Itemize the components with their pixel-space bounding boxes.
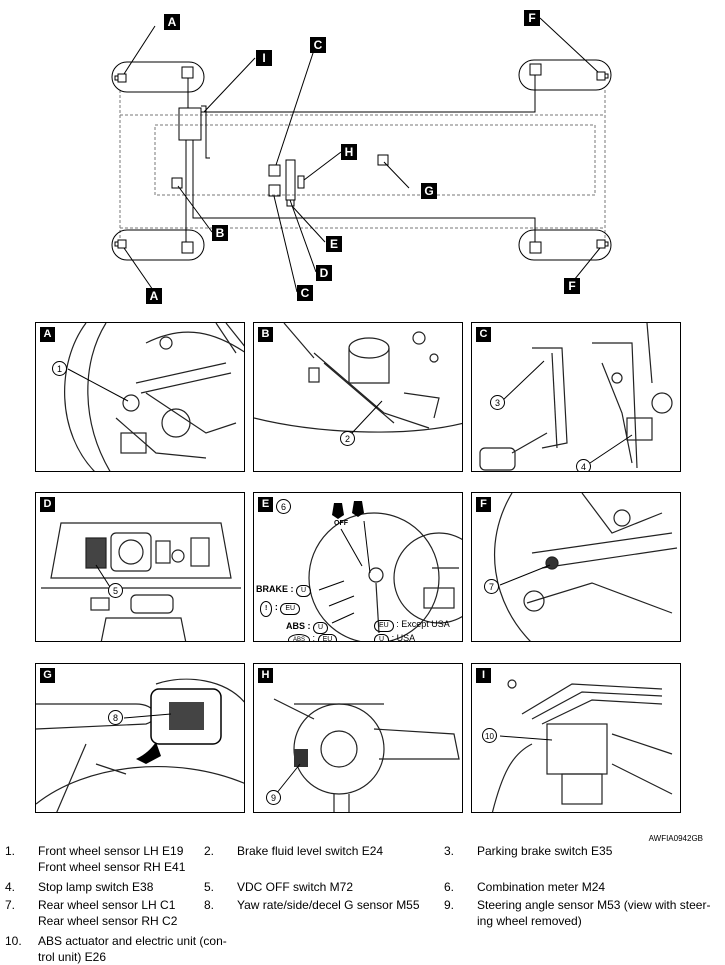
overview-callout-e: E (330, 237, 338, 251)
usa-badge: U (313, 622, 329, 634)
front-wheel-sensor-illustration (64, 323, 244, 471)
panel-label: F (476, 497, 491, 512)
wheel-front-left (111, 61, 205, 93)
usa-badge: U (374, 634, 390, 641)
steering-angle-sensor-illustration (273, 698, 460, 812)
overview-callout-g: G (424, 184, 433, 198)
overview-callout-i: I (262, 51, 265, 65)
callout-6: 6 (276, 499, 291, 514)
legend-text: Yaw rate/side/decel G sensor M55 (237, 898, 420, 912)
panel-i: I 10 (471, 663, 681, 813)
legend-text: Brake fluid level switch E24 (237, 844, 384, 858)
wheel-rear-right (518, 229, 612, 261)
legend-num: 10. (5, 934, 22, 948)
meter-abs-label: ABS : U (286, 621, 329, 634)
legend-text: Rear wheel sensor LH C1 Rear wheel senso… (38, 898, 178, 928)
overview-callout-a-bottom: A (150, 289, 159, 303)
legend-except-usa: EU : Except USA (374, 619, 450, 632)
legend-num: 9. (444, 898, 455, 912)
eu-badge: EU (374, 620, 394, 632)
panel-g: G 8 (35, 663, 245, 813)
panel-label: C (476, 327, 491, 342)
legend-text: ABS actuator and electric unit (con- tro… (38, 934, 227, 964)
abs-actuator-illustration (491, 679, 673, 812)
overview-callout-f-top: F (528, 11, 535, 25)
overview-callout-a-top: A (168, 15, 177, 29)
legend-num: 6. (444, 880, 455, 894)
legend-usa: U : USA (374, 633, 416, 642)
abs-warning-icon: ABS (288, 634, 311, 641)
overview-callout-c-top: C (314, 38, 323, 52)
panel-b: B 2 (253, 322, 463, 472)
legend-num: 1. (5, 844, 16, 858)
eu-badge: EU (280, 603, 301, 615)
eu-badge: EU (317, 634, 338, 641)
callout-3: 3 (490, 395, 505, 410)
panel-label: G (40, 668, 55, 683)
parking-brake-stop-lamp-illustration (479, 323, 673, 471)
except-usa-text: : Except USA (396, 619, 450, 629)
meter-warning-row: ! : EU (260, 601, 301, 617)
usa-badge: U (296, 585, 312, 597)
legend-item-1: 1. Front wheel sensor LH E19 Front wheel… (5, 843, 205, 875)
legend-text: Parking brake switch E35 (477, 844, 613, 858)
panel-label: H (258, 668, 273, 683)
vdc-off-switch-illustration (41, 522, 241, 641)
panel-d: D 5 (35, 492, 245, 642)
brake-text: BRAKE : (256, 584, 294, 594)
rear-wheel-sensor-illustration (494, 493, 678, 641)
overview-callout-b: B (216, 226, 225, 240)
figure-code: AWFIA0942GB (648, 834, 703, 843)
callout-9: 9 (266, 790, 281, 805)
overview-callout-h: H (345, 145, 354, 159)
panel-e: E 6 OFF BRAKE : U ! : EU ABS : (253, 492, 463, 642)
meter-brake-label: BRAKE : U (256, 584, 312, 597)
wheel-rear-left (111, 229, 205, 261)
callout-2: 2 (340, 431, 355, 446)
legend-num: 2. (204, 844, 215, 858)
panel-label: A (40, 327, 55, 342)
brake-warning-icon: ! (260, 601, 273, 617)
wheel-front-right (518, 59, 612, 91)
callout-1: 1 (52, 361, 67, 376)
legend-num: 7. (5, 898, 16, 912)
callout-4: 4 (576, 459, 591, 471)
legend-text: Steering angle sensor M53 (view with ste… (477, 898, 711, 928)
panel-h: H 9 (253, 663, 463, 813)
panel-f: F 7 (471, 492, 681, 642)
overview-callout-f-bottom: F (568, 279, 575, 293)
panel-c: C 3 4 (471, 322, 681, 472)
panel-label: I (476, 668, 491, 683)
legend-num: 5. (204, 880, 215, 894)
legend-text: Combination meter M24 (477, 880, 606, 894)
abs-actuator-box (178, 107, 202, 141)
callout-5: 5 (108, 583, 123, 598)
callout-10: 10 (482, 728, 497, 743)
brake-fluid-switch-illustration (254, 323, 462, 434)
panel-a: A 1 (35, 322, 245, 472)
usa-text: : USA (391, 633, 416, 642)
vehicle-layout-diagram: A F I C H G B E D C A F (111, 10, 612, 304)
legend-num: 3. (444, 844, 455, 858)
legend-text: VDC OFF switch M72 (237, 880, 354, 894)
yaw-rate-sensor-illustration (36, 678, 244, 812)
meter-off-label: OFF (334, 520, 348, 527)
legend-num: 8. (204, 898, 215, 912)
legend-text: Stop lamp switch E38 (38, 880, 154, 894)
overview-callout-d: D (320, 266, 329, 280)
callout-7: 7 (484, 579, 499, 594)
callout-8: 8 (108, 710, 123, 725)
combination-meter-illustration (308, 501, 462, 641)
legend-num: 4. (5, 880, 16, 894)
panel-label: B (258, 327, 273, 342)
overview-callout-c-bottom: C (301, 286, 310, 300)
panel-label: E (258, 497, 273, 512)
legend-text: Front wheel sensor LH E19 Front wheel se… (38, 844, 186, 874)
meter-abs-icon-line: ABS : EU (288, 633, 338, 641)
panel-label: D (40, 497, 55, 512)
abs-text: ABS : (286, 621, 311, 631)
